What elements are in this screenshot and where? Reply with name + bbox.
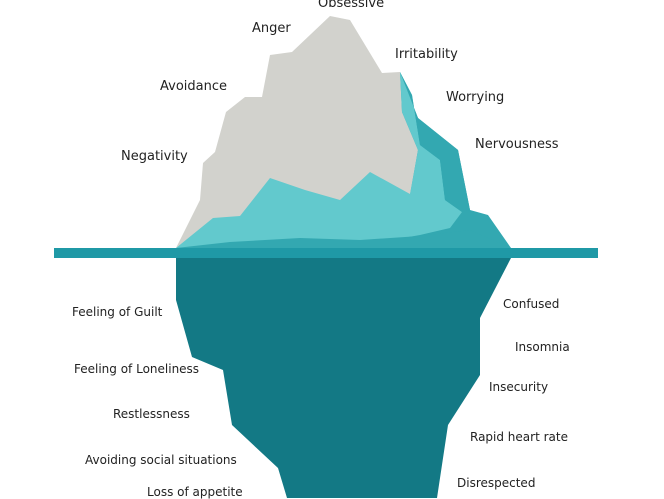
label-negativity: Negativity bbox=[121, 149, 188, 164]
label-worrying: Worrying bbox=[446, 90, 505, 105]
label-anger: Anger bbox=[252, 21, 291, 36]
label-restlessness: Restlessness bbox=[113, 407, 190, 421]
label-obsessive: Obsessive bbox=[318, 0, 385, 11]
iceberg-tip-base-band bbox=[176, 230, 511, 248]
label-feeling-of-guilt: Feeling of Guilt bbox=[72, 305, 163, 319]
label-rapid-heart-rate: Rapid heart rate bbox=[470, 430, 568, 444]
water-line bbox=[54, 248, 598, 258]
label-disrespected: Disrespected bbox=[457, 476, 536, 490]
label-insecurity: Insecurity bbox=[489, 380, 549, 394]
label-irritability: Irritability bbox=[395, 47, 458, 62]
label-feeling-of-loneliness: Feeling of Loneliness bbox=[74, 362, 200, 376]
iceberg-underwater-body bbox=[176, 258, 511, 498]
label-confused: Confused bbox=[503, 297, 560, 311]
label-nervousness: Nervousness bbox=[475, 137, 559, 152]
iceberg-tip-teal-shadow bbox=[400, 72, 470, 212]
label-loss-of-appetite: Loss of appetite bbox=[147, 485, 243, 499]
label-avoiding-social-situations: Avoiding social situations bbox=[85, 453, 237, 467]
iceberg-tip-teal-light bbox=[176, 72, 462, 248]
label-insomnia: Insomnia bbox=[515, 340, 570, 354]
label-avoidance: Avoidance bbox=[160, 79, 227, 94]
